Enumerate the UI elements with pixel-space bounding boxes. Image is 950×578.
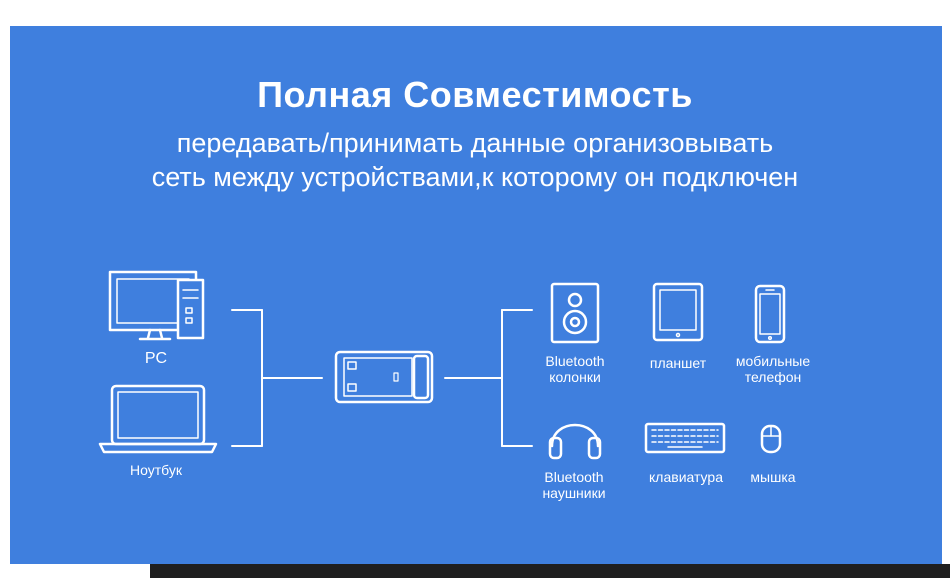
- speaker-label-line-2: колонки: [549, 369, 601, 385]
- tablet-icon: [652, 282, 704, 342]
- phone-icon: [754, 284, 786, 344]
- keyboard-label: клавиатура: [649, 469, 723, 485]
- tablet-label: планшет: [649, 355, 707, 371]
- page-title: Полная Совместимость: [257, 74, 693, 115]
- laptop-label: Ноутбук: [130, 462, 182, 478]
- headphones-icon: [548, 423, 602, 460]
- headphones-label-line-1: Bluetooth: [544, 469, 604, 485]
- subtitle-line-2: сеть между устройствами,к которому он по…: [151, 162, 799, 192]
- pc-icon: [108, 270, 205, 341]
- headphones-label-line-2: наушники: [542, 485, 606, 501]
- headphones-label: Bluetooth наушники: [542, 469, 605, 501]
- phone-label-line-2: телефон: [744, 369, 802, 385]
- background-panel: [10, 26, 942, 564]
- pc-label: PC: [144, 350, 168, 367]
- usb-adapter-icon: [334, 350, 434, 404]
- left-connector-lines: [231, 309, 323, 447]
- phone-label: мобильные телефон: [736, 353, 810, 385]
- phone-label-line-1: мобильные: [735, 353, 811, 369]
- laptop-icon: [98, 384, 218, 454]
- bottom-bar: [150, 564, 950, 578]
- right-connector-lines: [444, 309, 533, 447]
- mouse-icon: [760, 424, 782, 454]
- subtitle-line-1: передавать/принимать данные организовыва…: [176, 128, 774, 158]
- speaker-label: Bluetooth колонки: [545, 353, 604, 385]
- speaker-label-line-1: Bluetooth: [545, 353, 605, 369]
- keyboard-icon: [644, 422, 726, 454]
- mouse-label: мышка: [750, 469, 796, 485]
- speaker-icon: [550, 282, 600, 344]
